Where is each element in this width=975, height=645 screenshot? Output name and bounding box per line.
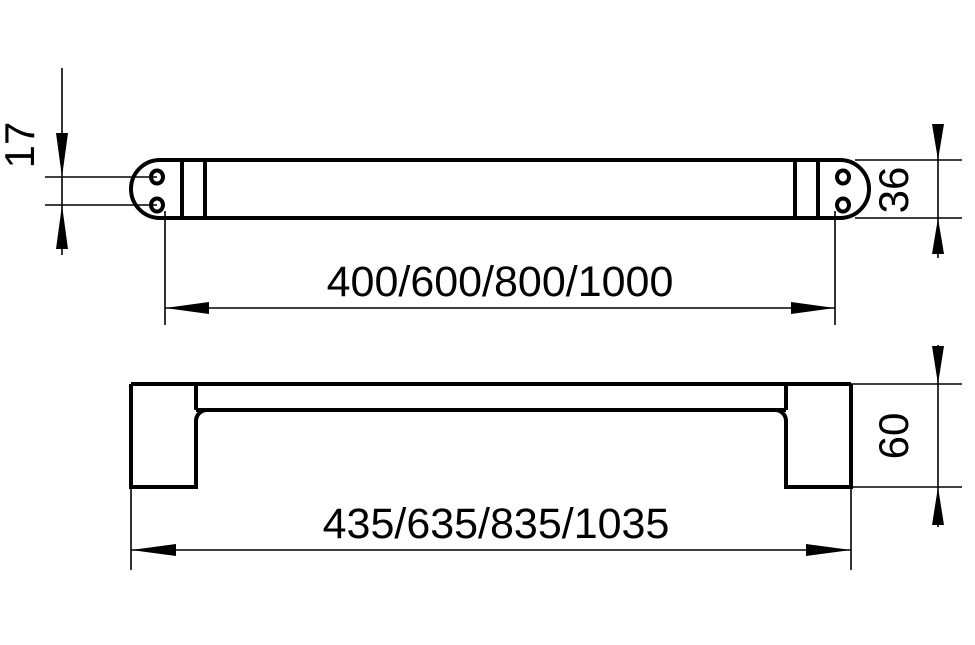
- dim-label-hole-spacing: 17: [0, 122, 43, 169]
- arrow-bar-width-bottom: [932, 218, 944, 254]
- dim-label-bar-length: 400/600/800/1000: [327, 258, 674, 306]
- dimension-hole-spacing: 17: [0, 68, 157, 255]
- arrow-overall-length-right: [806, 544, 851, 556]
- rail-body: [182, 158, 818, 220]
- right-cap-outline: [818, 158, 871, 220]
- dimension-bracket-depth: 60: [851, 345, 962, 527]
- left-end-cap: [129, 158, 207, 220]
- dim-label-bracket-depth: 60: [870, 413, 917, 460]
- top-view-group: 17 36 400/600/800/1000: [0, 68, 962, 325]
- left-bracket-outline: [129, 384, 208, 489]
- arrow-bar-length-right: [791, 302, 835, 314]
- left-bracket-post: [129, 384, 208, 489]
- right-cap-hole-upper: [835, 168, 851, 186]
- arrow-hole-spacing-bottom: [56, 205, 68, 249]
- arrow-bar-width-top: [932, 124, 944, 160]
- right-cap-hole-lower: [835, 196, 851, 214]
- right-bracket-outline: [774, 384, 853, 489]
- arrow-bracket-depth-bottom: [932, 487, 944, 525]
- arrow-bar-length-left: [165, 302, 209, 314]
- dimension-bar-width: 36: [855, 124, 962, 258]
- dimension-overall-length: 435/635/835/1035: [130, 480, 852, 570]
- dim-label-overall-length: 435/635/835/1035: [323, 500, 670, 548]
- side-rail-body: [131, 382, 851, 412]
- right-end-cap: [793, 158, 871, 220]
- left-cap-outline: [129, 158, 182, 220]
- right-bracket-post: [774, 384, 853, 489]
- arrow-bracket-depth-top: [932, 346, 944, 384]
- side-view-group: 60 435/635/835/1035: [129, 345, 962, 570]
- dim-label-bar-width: 36: [870, 167, 917, 214]
- arrow-hole-spacing-top: [56, 133, 68, 177]
- dimension-bar-length: 400/600/800/1000: [164, 211, 836, 325]
- arrow-overall-length-left: [131, 544, 176, 556]
